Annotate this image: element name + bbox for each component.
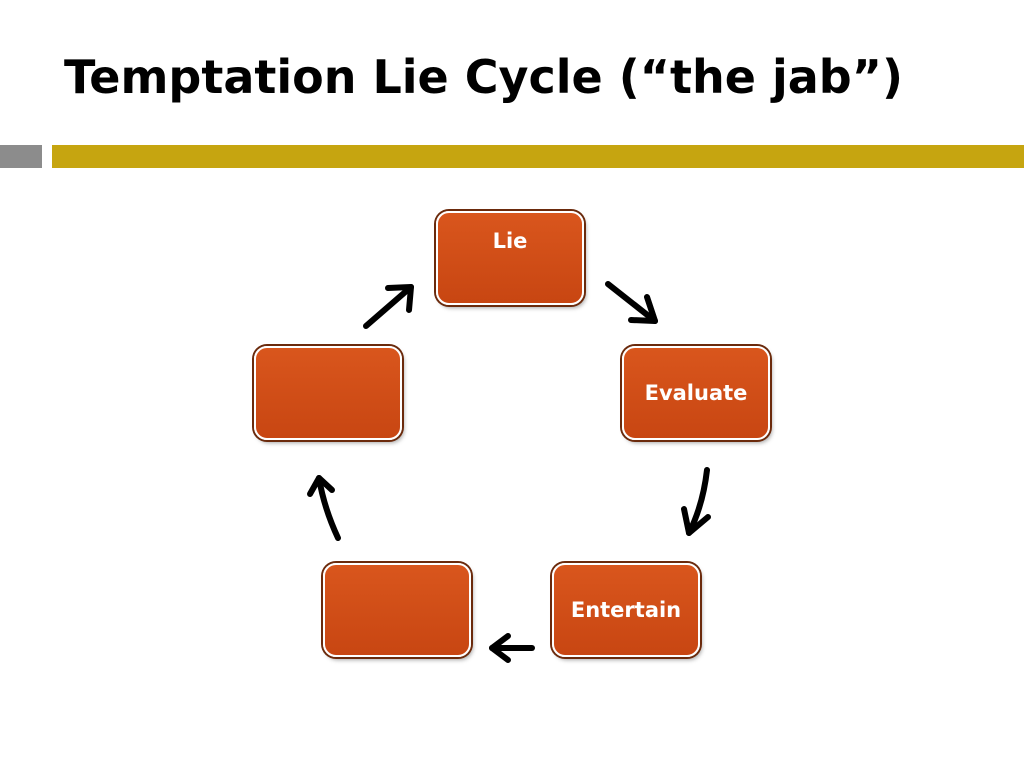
- arrow-evaluate-to-entertain: [681, 467, 711, 536]
- cycle-node-blank-left: [254, 346, 402, 440]
- arrow-left-to-lie: [363, 284, 414, 329]
- cycle-node-label: Evaluate: [644, 381, 748, 405]
- cycle-node-label: Entertain: [570, 598, 682, 622]
- arrow-entertain-to-bottom-left: [489, 633, 535, 663]
- arrow-bottom-left-to-left: [307, 475, 341, 541]
- title-divider-gray: [0, 145, 42, 168]
- cycle-node-blank-bottom-left: [323, 563, 471, 657]
- cycle-node-evaluate: Evaluate: [622, 346, 770, 440]
- cycle-node-entertain: Entertain: [552, 563, 700, 657]
- arrow-lie-to-evaluate: [605, 281, 658, 324]
- slide-title: Temptation Lie Cycle (“the jab”): [64, 50, 903, 104]
- title-divider-gold: [52, 145, 1024, 168]
- cycle-node-lie: Lie: [436, 211, 584, 305]
- cycle-node-label: Lie: [492, 229, 528, 253]
